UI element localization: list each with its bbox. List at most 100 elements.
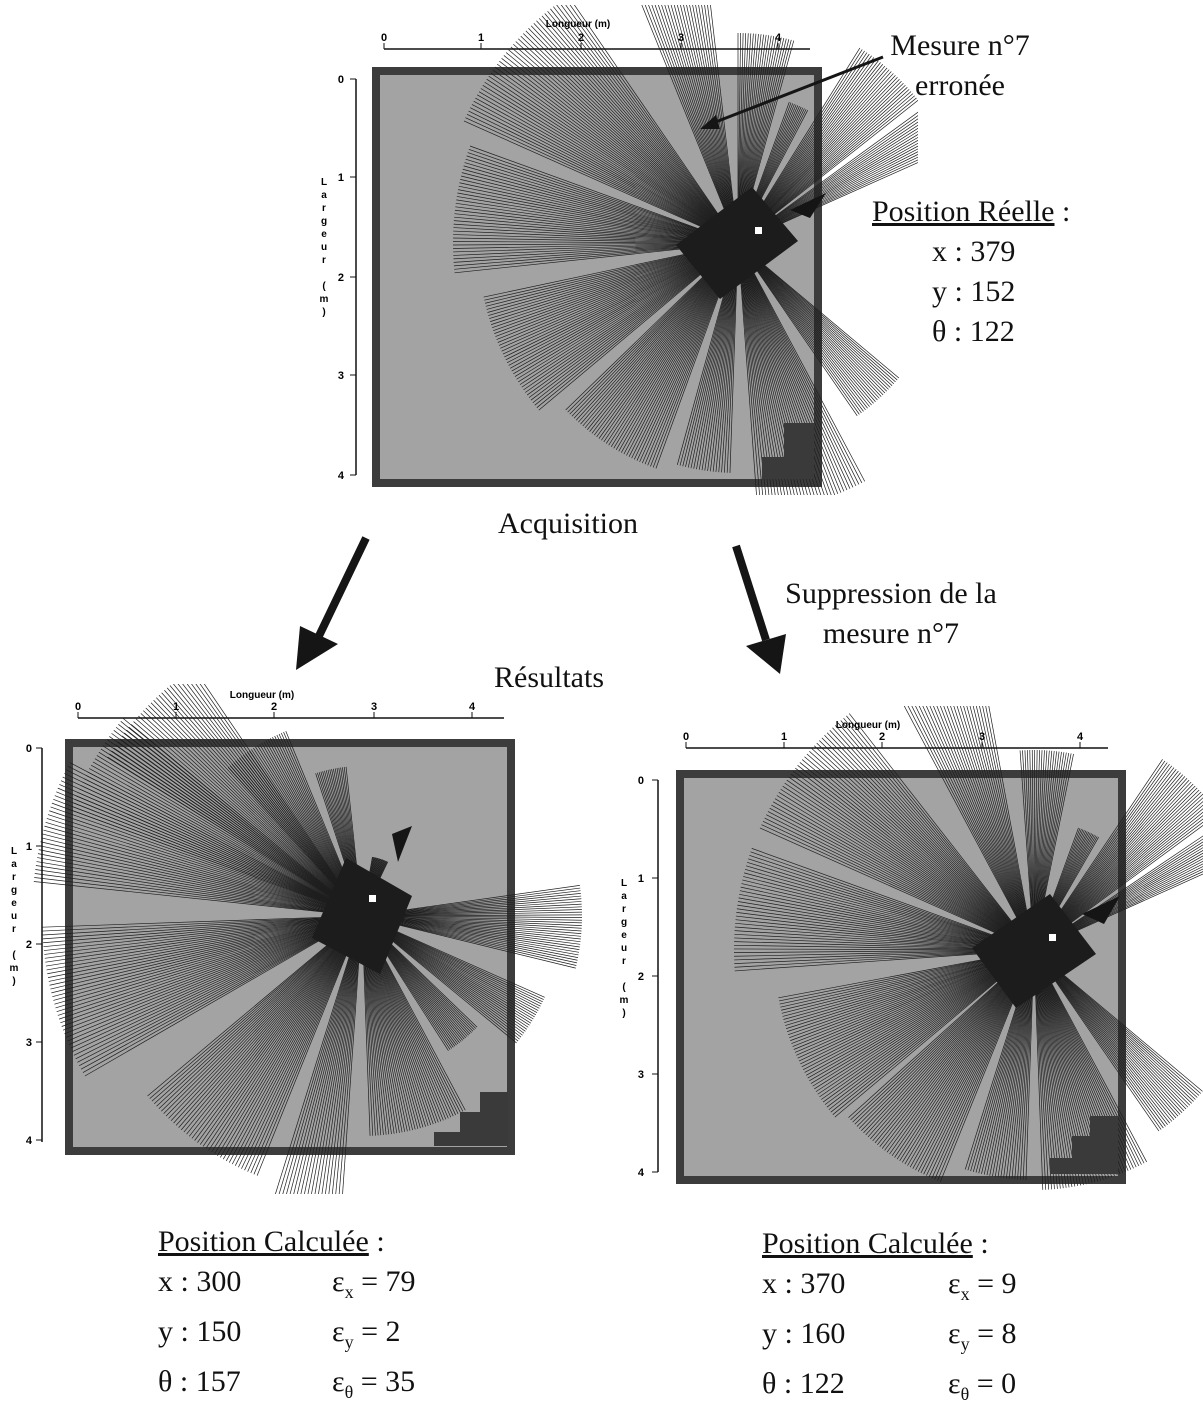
x-tick-2: 2 xyxy=(879,731,885,743)
x-axis-label: Longueur (m) xyxy=(546,19,610,30)
suppression-label: Suppression de la mesure n°7 xyxy=(776,574,1006,654)
y-axis-label-char: L xyxy=(11,846,17,857)
y-axis-label-char: u xyxy=(621,943,627,954)
y-axis-label-char: r xyxy=(622,904,626,915)
annotation-line-1: Mesure n°7 xyxy=(880,26,1040,66)
y-tick-2: 2 xyxy=(338,272,344,284)
robot-marker-icon xyxy=(1049,934,1056,941)
x-tick-4: 4 xyxy=(469,701,476,713)
calc-right-etheta: εθ = 0 xyxy=(948,1364,1016,1414)
y-tick-4: 4 xyxy=(338,470,345,482)
x-tick-4: 4 xyxy=(775,32,782,44)
robot-marker-icon xyxy=(369,895,376,902)
y-axis-label-char: a xyxy=(621,891,627,902)
y-axis-label-char: m xyxy=(10,963,19,974)
calc-left-title: Position Calculée xyxy=(158,1225,369,1258)
y-axis-label-char: ) xyxy=(622,1008,625,1019)
y-tick-1: 1 xyxy=(26,841,32,853)
x-tick-4: 4 xyxy=(1077,731,1084,743)
calc-left-ey: εy = 2 xyxy=(332,1312,401,1362)
x-tick-0: 0 xyxy=(683,731,689,743)
annotation-erroneous: Mesure n°7 erronée xyxy=(880,26,1040,106)
y-axis-label-char: ( xyxy=(12,950,16,961)
x-tick-0: 0 xyxy=(75,701,81,713)
x-tick-1: 1 xyxy=(781,731,787,743)
y-tick-3: 3 xyxy=(338,370,344,382)
x-axis-label: Longueur (m) xyxy=(230,690,294,701)
y-axis-label-char: e xyxy=(621,930,627,941)
suppression-line-1: Suppression de la xyxy=(776,574,1006,614)
y-axis-label-char: r xyxy=(12,872,16,883)
y-axis-label-char: r xyxy=(322,203,326,214)
arrow-down-left-icon xyxy=(286,530,376,675)
real-position-x: x : 379 xyxy=(872,232,1070,272)
calc-right-x: x : 370 xyxy=(762,1264,948,1314)
calc-left-etheta: εθ = 35 xyxy=(332,1362,415,1412)
calc-right-colon: : xyxy=(973,1227,989,1260)
y-axis-label-char: a xyxy=(11,859,17,870)
x-tick-0: 0 xyxy=(381,32,387,44)
y-axis-label-char: g xyxy=(11,885,17,896)
x-axis: 0 1 2 3 4 Longueur (m) xyxy=(75,690,504,718)
y-tick-4: 4 xyxy=(638,1167,645,1179)
real-position-title: Position Réelle xyxy=(872,195,1055,228)
y-tick-0: 0 xyxy=(638,775,644,787)
y-axis-label-char: u xyxy=(11,911,17,922)
y-tick-3: 3 xyxy=(26,1037,32,1049)
real-position-colon: : xyxy=(1055,195,1071,228)
y-axis-label-char: r xyxy=(322,255,326,266)
x-tick-3: 3 xyxy=(371,701,377,713)
real-position-theta: θ : 122 xyxy=(872,312,1070,352)
x-tick-1: 1 xyxy=(478,32,484,44)
y-tick-0: 0 xyxy=(338,74,344,86)
y-axis-label-char: r xyxy=(12,924,16,935)
x-tick-2: 2 xyxy=(271,701,277,713)
y-axis-label-char: m xyxy=(320,294,329,305)
calc-right-ex: εx = 9 xyxy=(948,1264,1017,1314)
y-tick-1: 1 xyxy=(638,873,644,885)
calc-right-theta: θ : 122 xyxy=(762,1364,948,1414)
y-axis-label-char: a xyxy=(321,190,327,201)
y-tick-2: 2 xyxy=(26,939,32,951)
y-tick-3: 3 xyxy=(638,1069,644,1081)
y-axis-label-char: u xyxy=(321,242,327,253)
calc-left-colon: : xyxy=(369,1225,385,1258)
calc-left-ex: εx = 79 xyxy=(332,1262,416,1312)
calc-right-ey: εy = 8 xyxy=(948,1314,1017,1364)
y-axis-label-char: L xyxy=(321,177,327,188)
y-axis-label-char: g xyxy=(321,216,327,227)
y-axis-label-char: L xyxy=(621,878,627,889)
x-tick-3: 3 xyxy=(678,32,684,44)
x-axis-label: Longueur (m) xyxy=(836,720,900,731)
y-tick-0: 0 xyxy=(26,743,32,755)
x-axis: 0 1 2 3 4 Longueur (m) xyxy=(683,720,1108,748)
calc-left-y: y : 150 xyxy=(158,1312,332,1362)
calc-left-x: x : 300 xyxy=(158,1262,332,1312)
y-axis-label-char: e xyxy=(11,898,17,909)
y-tick-2: 2 xyxy=(638,971,644,983)
y-axis-label-char: m xyxy=(620,995,629,1006)
x-tick-2: 2 xyxy=(578,32,584,44)
real-position-y: y : 152 xyxy=(872,272,1070,312)
y-axis-label-char: ) xyxy=(322,307,325,318)
y-axis-label-char: ( xyxy=(622,982,626,993)
y-axis-label-char: ( xyxy=(322,281,326,292)
x-tick-3: 3 xyxy=(979,731,985,743)
y-axis-label-char: r xyxy=(622,956,626,967)
calc-right-y: y : 160 xyxy=(762,1314,948,1364)
map-result-right: 0 1 2 3 4 Longueur (m) 0 1 2 3 4 Largeur… xyxy=(614,706,1203,1196)
y-tick-4: 4 xyxy=(26,1135,33,1147)
y-axis-label-char: ) xyxy=(12,976,15,987)
map-acquisition: 0 1 2 3 4 Longueur (m) 0 1 2 3 4 Largeur… xyxy=(318,5,918,495)
robot-marker-icon xyxy=(755,227,762,234)
y-axis-label-char: e xyxy=(321,229,327,240)
annotation-line-2: erronée xyxy=(880,66,1040,106)
real-position-block: Position Réelle : x : 379 y : 152 θ : 12… xyxy=(872,192,1070,352)
calc-right-title: Position Calculée xyxy=(762,1227,973,1260)
map-result-left: 0 1 2 3 4 Longueur (m) 0 1 2 3 4 Largeur… xyxy=(2,684,592,1194)
